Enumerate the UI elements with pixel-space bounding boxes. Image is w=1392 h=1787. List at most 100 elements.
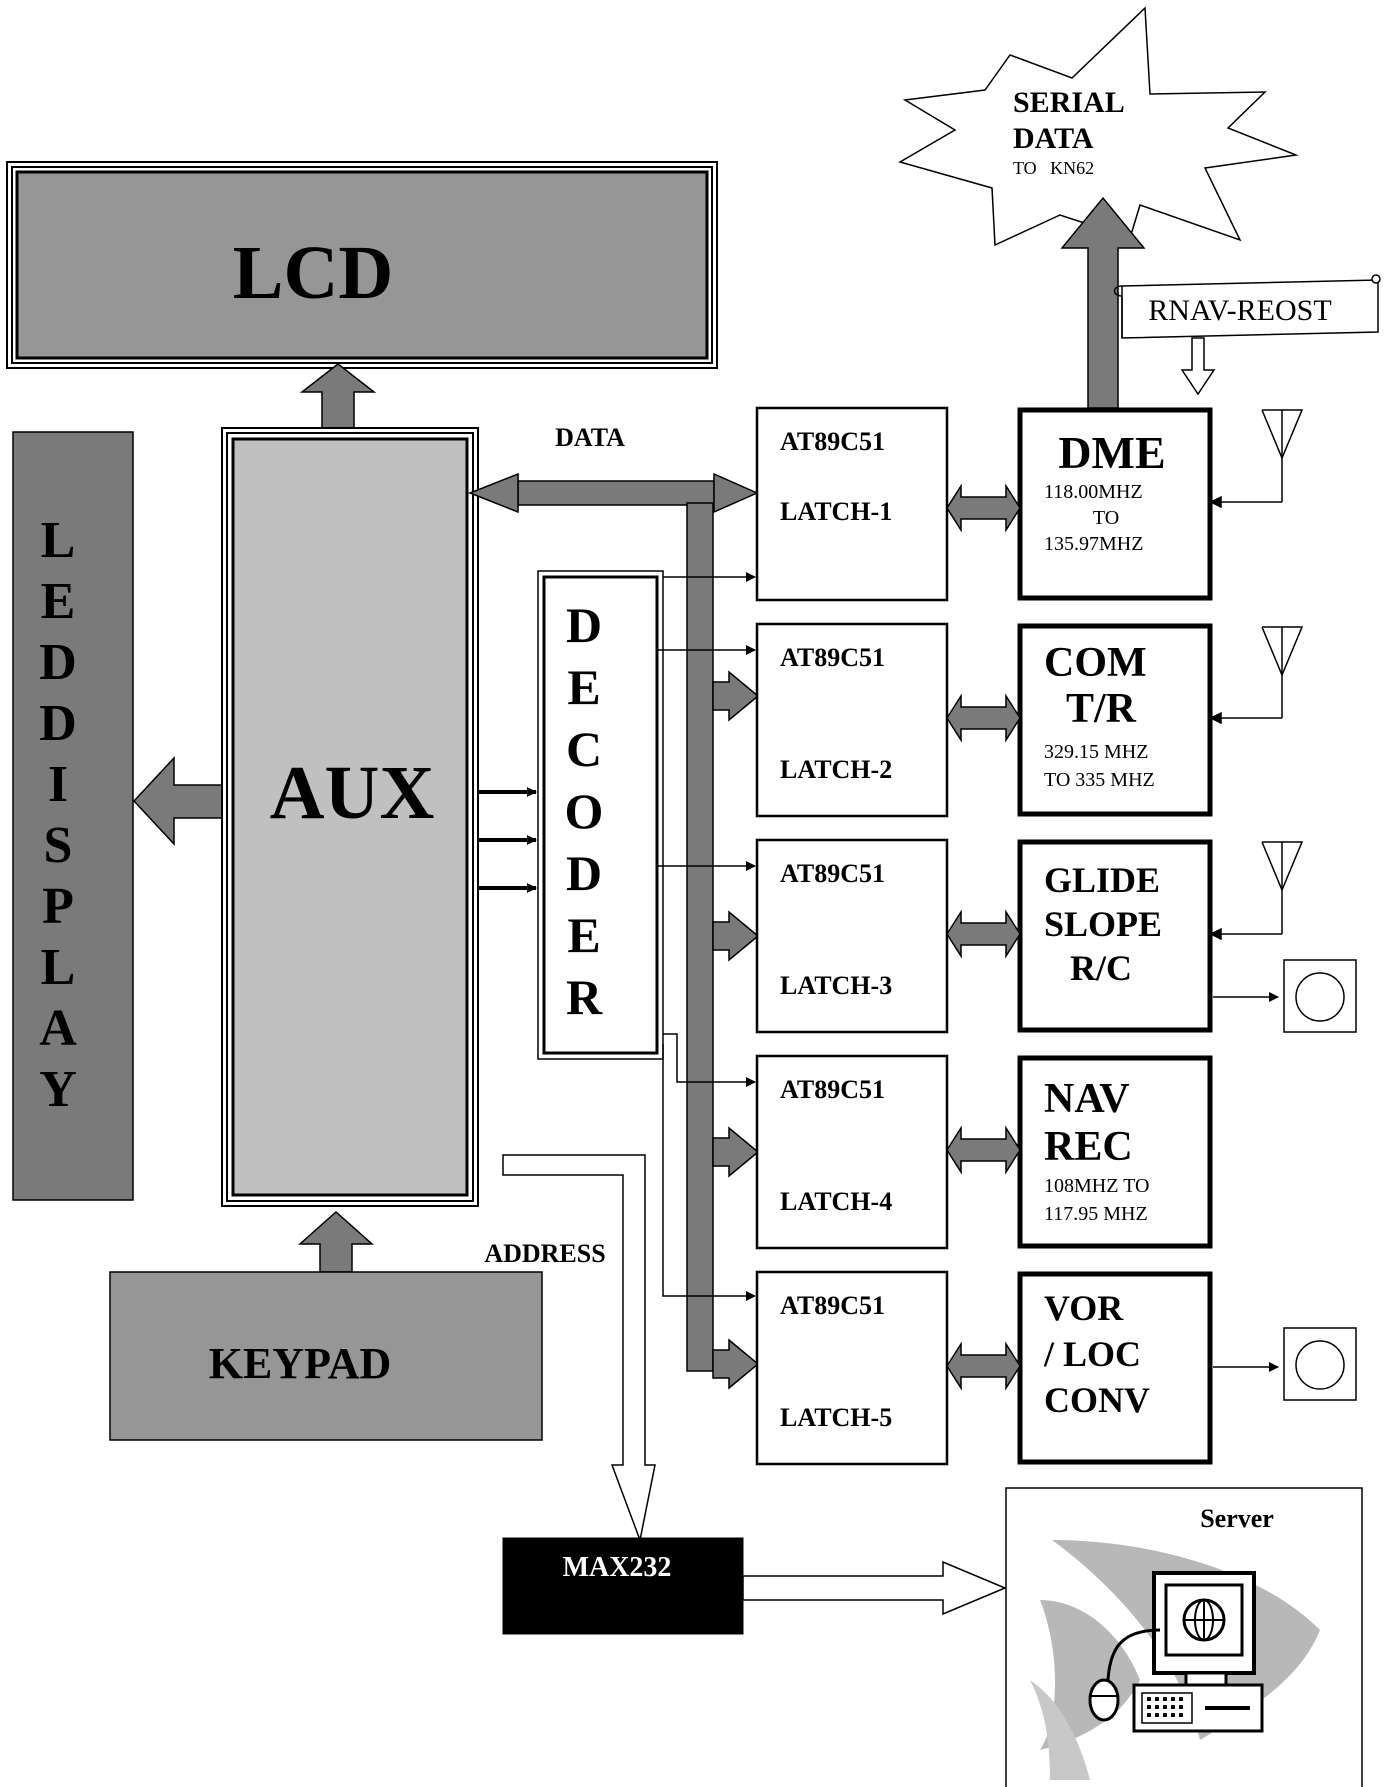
- latch-chip: AT89C51: [780, 427, 885, 456]
- antenna-icon: [1209, 409, 1304, 509]
- serial-line-1: SERIAL: [1013, 86, 1125, 119]
- lcd-label: LCD: [233, 231, 393, 315]
- address-bus-label: ADDRESS: [484, 1239, 605, 1268]
- aux-to-led-arrow: [132, 756, 229, 846]
- module-title: REC: [1044, 1124, 1133, 1170]
- rnav-scroll: RNAV-REOST: [1113, 274, 1381, 396]
- latch-label: LATCH-3: [780, 971, 892, 1000]
- bidirectional-arrow: [946, 693, 1021, 743]
- decoder-select-lines: [657, 572, 756, 1301]
- module-freq: 329.15 MHZ: [1044, 741, 1148, 763]
- keypad-to-aux-arrow: [298, 1210, 374, 1273]
- server-block: Server: [1005, 1487, 1363, 1787]
- aux-label: AUX: [270, 751, 435, 835]
- led-letter: P: [42, 878, 74, 935]
- serial-data-burst: SERIAL DATA TO KN62: [898, 6, 1299, 247]
- keypad-label: KEYPAD: [209, 1339, 392, 1388]
- decoder-letter: E: [567, 659, 600, 715]
- module-title: / LOC: [1043, 1334, 1141, 1374]
- module-freq: TO 335 MHZ: [1044, 769, 1155, 791]
- module-title: SLOPE: [1044, 904, 1162, 944]
- antenna-icon: [1209, 626, 1304, 725]
- meter-icon: [1213, 959, 1357, 1033]
- antennas: [1209, 409, 1304, 941]
- bidirectional-arrow: [946, 1341, 1021, 1391]
- led-letter: D: [39, 695, 77, 752]
- led-letter: A: [39, 1000, 77, 1057]
- led-letter: I: [48, 756, 68, 813]
- aux-block: AUX: [221, 427, 479, 1207]
- module-title: GLIDE: [1044, 860, 1160, 900]
- led-letter: S: [44, 817, 73, 874]
- module-title: R/C: [1070, 948, 1132, 988]
- module-title: T/R: [1066, 686, 1137, 732]
- meter-icon: [1213, 1327, 1357, 1401]
- address-bus: ADDRESS: [484, 1154, 656, 1543]
- vor-module: VOR / LOC CONV: [1017, 1271, 1213, 1465]
- dme-module: DME 118.00MHZ TO 135.97MHZ: [1017, 407, 1213, 601]
- bidirectional-arrow: [946, 909, 1021, 959]
- dme-to-serial-arrow: [1060, 196, 1146, 409]
- module-freq: 118.00MHZ: [1044, 481, 1143, 503]
- led-letter: D: [39, 634, 77, 691]
- decoder-letter: D: [566, 597, 602, 653]
- latch-column: AT89C51LATCH-1AT89C51LATCH-2AT89C51LATCH…: [755, 406, 949, 1466]
- module-freq: 135.97MHZ: [1044, 533, 1143, 555]
- max232-label: MAX232: [563, 1552, 672, 1583]
- data-bus-label: DATA: [555, 423, 625, 452]
- latch-module-links: [946, 483, 1021, 1391]
- latch-chip: AT89C51: [780, 859, 885, 888]
- aux-to-decoder-arrows: [478, 787, 537, 893]
- decoder-letter: O: [565, 783, 604, 839]
- rnav-label: RNAV-REOST: [1148, 294, 1331, 327]
- bidirectional-arrow: [946, 1125, 1021, 1175]
- latch-label: LATCH-4: [780, 1187, 892, 1216]
- latch-chip: AT89C51: [780, 643, 885, 672]
- bidirectional-arrow: [946, 483, 1021, 533]
- keypad-block: KEYPAD: [109, 1271, 543, 1441]
- max232-block: MAX232: [502, 1537, 744, 1635]
- module-freq: 108MHZ TO: [1044, 1175, 1149, 1197]
- computer-icon: [1030, 1540, 1320, 1780]
- antenna-icon: [1209, 841, 1304, 941]
- led-letter: L: [41, 512, 76, 569]
- serial-line-3: TO KN62: [1013, 158, 1094, 178]
- decoder-letter: E: [567, 907, 600, 963]
- lcd-block: LCD: [6, 161, 718, 369]
- module-title: COM: [1044, 640, 1147, 686]
- decoder-letter: R: [566, 969, 603, 1025]
- data-bus: DATA: [467, 423, 759, 1372]
- module-title: CONV: [1044, 1380, 1150, 1420]
- latch-label: LATCH-2: [780, 755, 892, 784]
- module-freq: 117.95 MHZ: [1044, 1203, 1148, 1225]
- aux-to-lcd-arrow: [299, 363, 377, 431]
- meters: [1213, 959, 1357, 1401]
- latch-label: LATCH-1: [780, 497, 892, 526]
- module-title: DME: [1058, 427, 1165, 478]
- bus-branch-arrows: [712, 670, 760, 1390]
- led-letter: Y: [39, 1061, 77, 1118]
- module-title: NAV: [1044, 1076, 1130, 1122]
- decoder-letter: D: [566, 845, 602, 901]
- led-letter: E: [41, 573, 76, 630]
- module-freq: TO: [1093, 507, 1119, 529]
- max232-to-server-arrow: [742, 1560, 1007, 1616]
- latch-chip: AT89C51: [780, 1075, 885, 1104]
- latch-label: LATCH-5: [780, 1403, 892, 1432]
- module-title: VOR: [1044, 1288, 1124, 1328]
- serial-line-2: DATA: [1013, 122, 1094, 155]
- server-label: Server: [1200, 1504, 1274, 1533]
